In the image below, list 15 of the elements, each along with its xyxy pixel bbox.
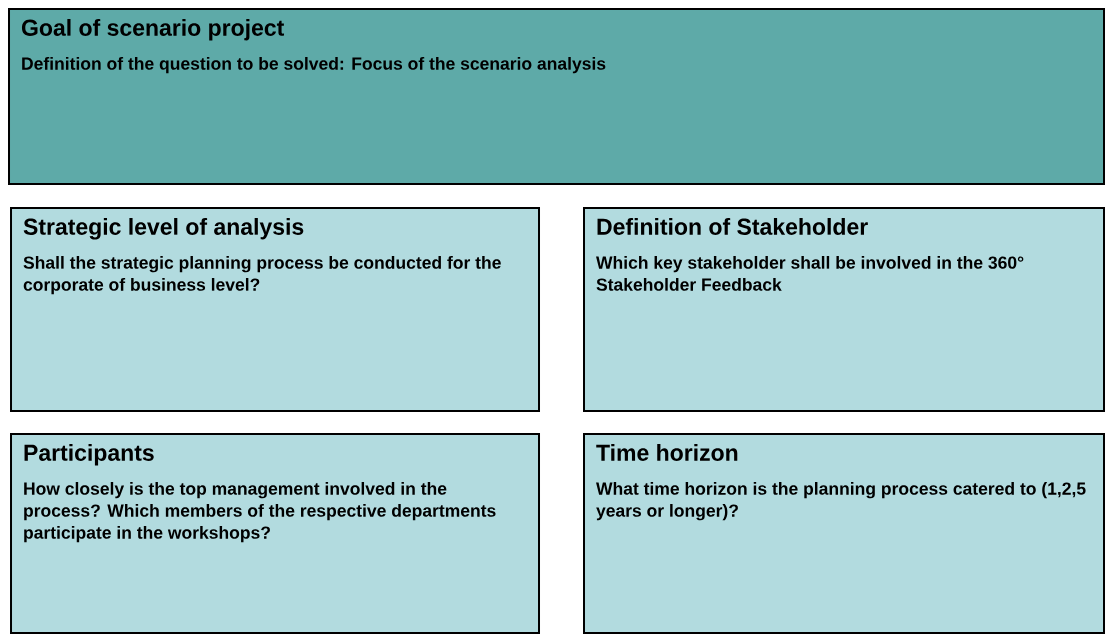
heading: Goal of scenario project xyxy=(21,19,284,41)
description: Which key stakeholder shall be involved in the 360° Stakeholder Feedback xyxy=(596,255,1024,291)
heading: Strategic level of analysis xyxy=(23,218,304,240)
text-box xyxy=(583,433,1105,634)
text-box xyxy=(583,207,1105,412)
description: Definition of the question to be solved: Focus of the scenario analysis xyxy=(22,56,606,74)
heading: Definition of Stakeholder xyxy=(597,218,868,235)
text-box xyxy=(8,8,1105,185)
description: How closely is the top management involved in the process? Which members of the respective departments participate in the workshops? xyxy=(24,481,496,543)
text-box xyxy=(10,207,540,412)
text-box xyxy=(10,433,540,634)
description: What time horizon is the planning process catered to (1,2,5 years or longer)? xyxy=(596,481,1086,521)
heading: Participants xyxy=(24,444,154,466)
heading: Time horizon xyxy=(596,444,738,461)
description: Shall the strategic planning process be conducted for the corporate of business level? xyxy=(23,255,501,295)
